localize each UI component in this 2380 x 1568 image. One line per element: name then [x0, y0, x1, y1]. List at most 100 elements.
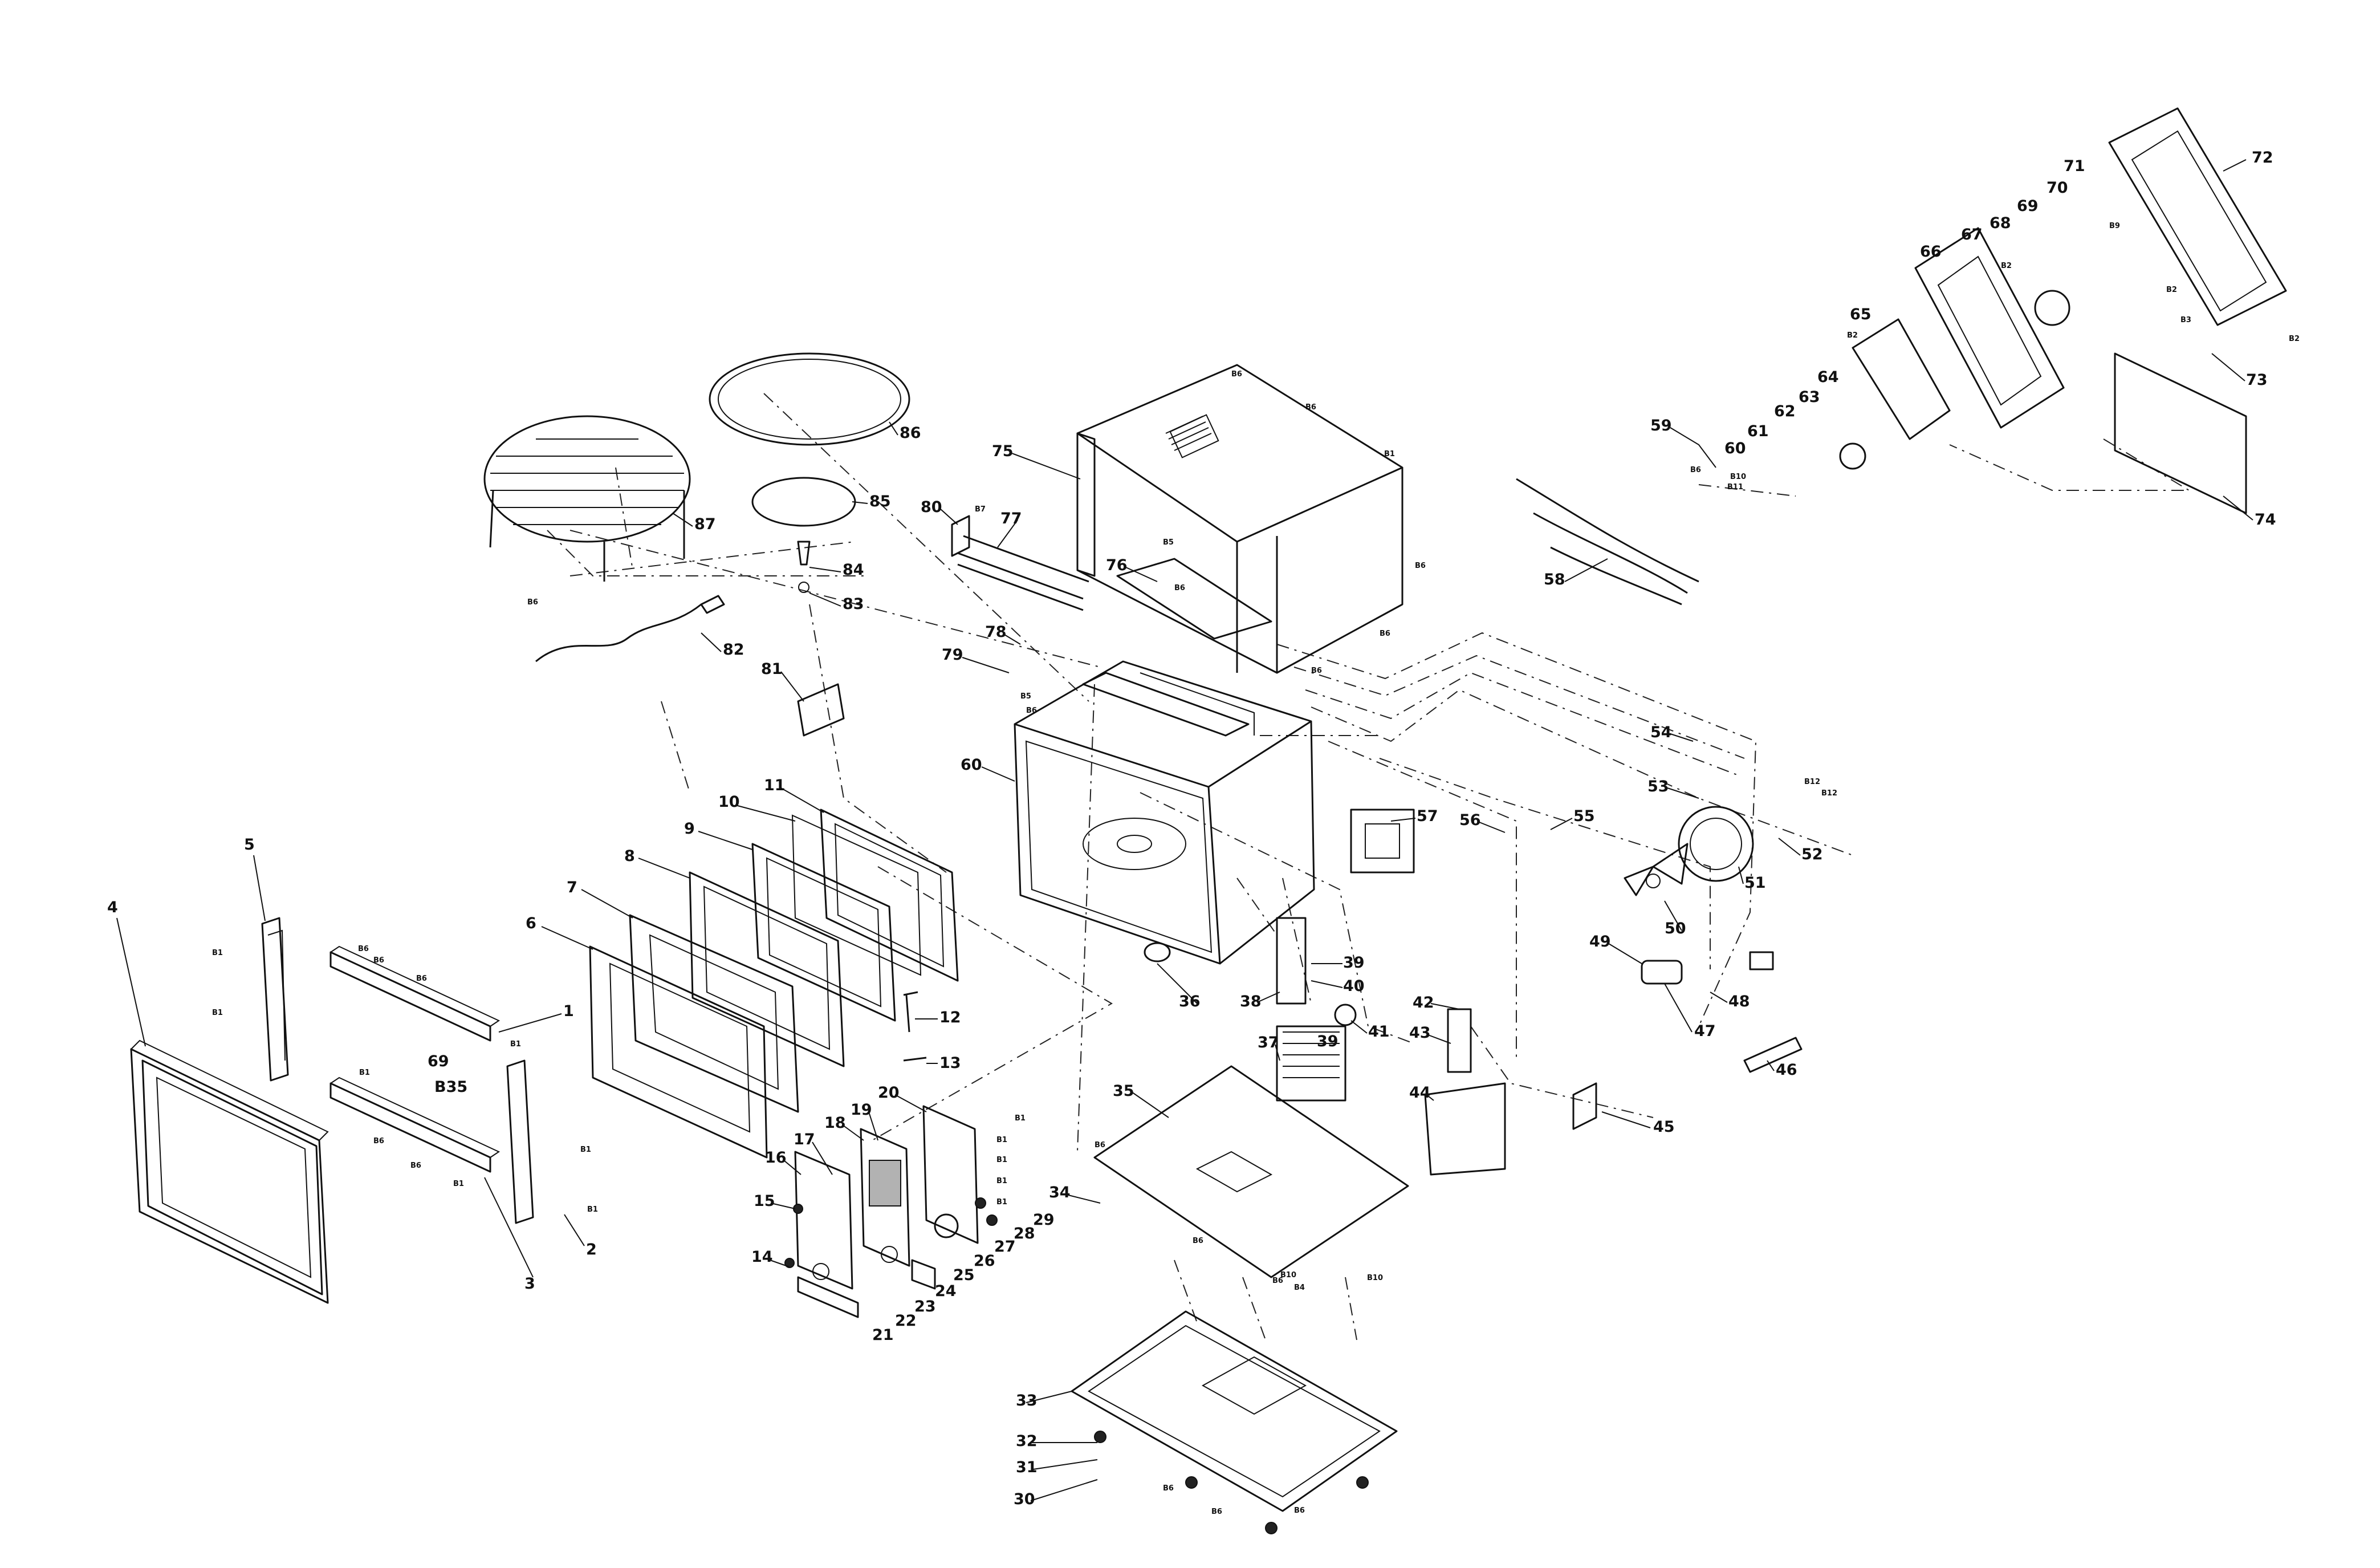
label-9: 9	[684, 820, 695, 838]
screw-callout: B6	[1211, 1508, 1222, 1516]
screw-callout: B1	[1015, 1114, 1026, 1123]
label-28: 28	[1014, 1225, 1035, 1242]
door-glass-panel	[791, 814, 922, 976]
screw-callout: B1	[996, 1156, 1007, 1164]
heater-bracket	[951, 515, 970, 557]
label-75: 75	[992, 442, 1014, 460]
screw-callout: B1	[212, 949, 223, 957]
screw-callout: B6	[1690, 466, 1701, 474]
label-10: 10	[718, 793, 740, 811]
lamp-and-fuse	[1424, 1008, 1506, 1176]
label-20: 20	[878, 1084, 900, 1102]
label-79: 79	[942, 646, 963, 664]
label-44: 44	[1409, 1084, 1431, 1102]
screw-callout: B7	[975, 505, 986, 514]
grill-assembly	[1839, 107, 2287, 514]
label-71: 71	[2064, 157, 2085, 175]
label-6: 6	[526, 915, 536, 932]
screw-callout: B2	[2001, 262, 2012, 270]
label-62: 62	[1774, 403, 1796, 420]
label-50: 50	[1665, 920, 1686, 937]
label-41: 41	[1368, 1023, 1390, 1041]
outer-cabinet	[1076, 364, 1403, 674]
screw-callout: B6	[1415, 562, 1426, 570]
leader-lines	[116, 159, 2253, 1501]
label-84: 84	[843, 561, 864, 579]
screw-callout: B1	[453, 1180, 464, 1188]
label-69b: 69	[428, 1053, 449, 1070]
screw-callout: B1	[996, 1177, 1007, 1185]
screw-callout: B6	[1272, 1277, 1283, 1285]
label-42: 42	[1413, 994, 1434, 1012]
label-3: 3	[524, 1275, 535, 1293]
label-21: 21	[872, 1326, 894, 1344]
screw-callout: B2	[2289, 335, 2300, 343]
screw-callout: B10	[1367, 1274, 1383, 1282]
door-outer-frame	[820, 809, 959, 982]
label-65: 65	[1850, 306, 1872, 323]
screw-callout: B6	[1305, 403, 1316, 412]
door-front-frame	[130, 1039, 329, 1304]
label-82: 82	[723, 641, 744, 659]
label-29: 29	[1033, 1211, 1055, 1229]
screw-callout: B6	[373, 1137, 384, 1145]
door-side-trim-left	[261, 917, 289, 1082]
transformer	[1276, 1025, 1346, 1102]
screw-callout: B5	[1163, 538, 1174, 547]
screw-callout: B1	[510, 1040, 521, 1049]
label-37: 37	[1258, 1034, 1279, 1051]
label-23: 23	[914, 1298, 936, 1315]
oven-cavity	[1014, 660, 1315, 965]
label-56: 56	[1459, 811, 1481, 829]
label-26: 26	[974, 1252, 995, 1270]
label-73: 73	[2246, 371, 2268, 389]
waveguide-cover	[1116, 558, 1272, 640]
label-34: 34	[1049, 1184, 1071, 1201]
label-77: 77	[1000, 510, 1022, 527]
label-64: 64	[1817, 368, 1839, 386]
label-54: 54	[1650, 724, 1672, 741]
feet	[1094, 1431, 1369, 1534]
label-61: 61	[1747, 423, 1769, 440]
label-55: 55	[1573, 807, 1595, 825]
screw-callout: B6	[373, 956, 384, 965]
label-12: 12	[939, 1009, 961, 1026]
label-46: 46	[1776, 1061, 1797, 1079]
label-86: 86	[900, 424, 921, 442]
label-67: 67	[1961, 226, 1983, 243]
label-74: 74	[2255, 511, 2276, 529]
label-83: 83	[843, 595, 864, 613]
label-60a: 60	[1724, 440, 1746, 457]
label-25: 25	[953, 1266, 975, 1284]
roller-ring	[751, 477, 856, 527]
screw-callout: B6	[1095, 1141, 1105, 1149]
label-58: 58	[1544, 571, 1565, 588]
screw-callout: B1	[359, 1069, 370, 1077]
label-85: 85	[869, 493, 891, 510]
label-5: 5	[244, 836, 255, 854]
label-B11: B11	[1727, 483, 1743, 491]
label-53: 53	[1647, 778, 1669, 795]
label-35: 35	[1113, 1082, 1134, 1100]
cooling-fan	[1624, 843, 1689, 896]
door-latch-hooks	[903, 991, 927, 1062]
label-52: 52	[1801, 846, 1823, 863]
label-47: 47	[1694, 1022, 1716, 1040]
screw-callout: B1	[587, 1205, 598, 1214]
turntable-coupler	[797, 541, 811, 593]
fan-duct	[1678, 806, 1754, 882]
label-60b: 60	[961, 756, 982, 774]
screw-callout: B6	[527, 598, 538, 607]
mica-plate	[797, 683, 845, 737]
label-78: 78	[985, 623, 1007, 641]
label-32: 32	[1016, 1432, 1038, 1450]
screw-callout: B6	[1231, 370, 1242, 379]
label-B12a: B12	[1804, 778, 1820, 786]
label-57: 57	[1417, 807, 1438, 825]
door-bottom-bar	[329, 1077, 501, 1173]
screw-callout: B5	[1020, 692, 1031, 701]
label-43: 43	[1409, 1024, 1431, 1042]
screw-callout: B6	[416, 974, 427, 983]
screw-callout: B1	[1384, 450, 1395, 458]
interlock-switches	[1276, 917, 1357, 1026]
